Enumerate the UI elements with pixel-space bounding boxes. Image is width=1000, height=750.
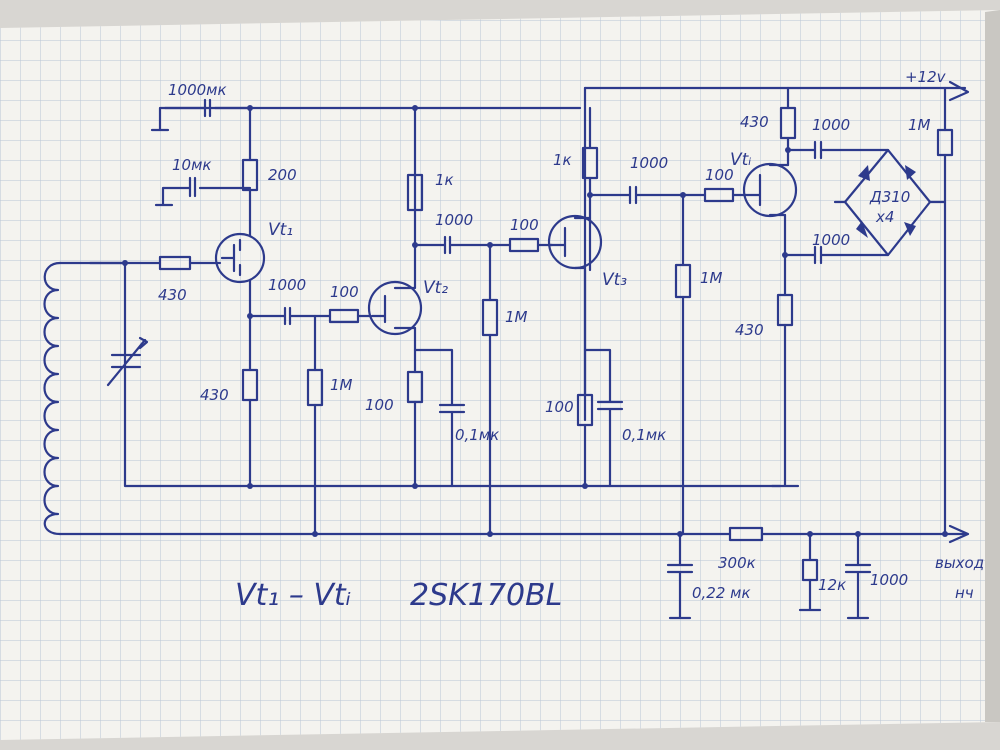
- resistor-label: 1М: [330, 376, 353, 394]
- resistor-label: 430: [735, 321, 764, 339]
- cap-label: 1000: [630, 154, 668, 172]
- resistor-label: 100: [330, 283, 359, 301]
- resistor-label: 100: [365, 396, 394, 414]
- supply-arrow: [948, 80, 970, 102]
- resistor-label: 12к: [818, 576, 846, 594]
- resistor-label: 430: [158, 286, 187, 304]
- resistor-label: 1М: [505, 308, 528, 326]
- cap-label: 0,22 мк: [692, 584, 751, 602]
- cap-label: 1000: [870, 571, 908, 589]
- resistor-label: 1М: [908, 116, 931, 134]
- resistor-label: 430: [200, 386, 229, 404]
- cap-label: 1000: [812, 116, 850, 134]
- cap-label: 10мк: [172, 156, 211, 174]
- transistor-label: Vt₁: [268, 220, 293, 240]
- transistor-type-note: 2SK170BL: [410, 578, 562, 613]
- output-label: выход: [935, 554, 984, 572]
- cap-label: 1000: [268, 276, 306, 294]
- wiring: [43, 80, 970, 620]
- resistor-label: 1М: [700, 269, 723, 287]
- transistor-label: Vtᵢ: [730, 150, 751, 170]
- transistor-label: Vt₂: [423, 278, 448, 298]
- resistor-label: 100: [510, 216, 539, 234]
- component-labels: +12v 1000мк 10мк 200 Vt₁ 430 1000 100 43…: [158, 68, 984, 613]
- resistor-label: 430: [740, 113, 769, 131]
- cap-label: 1000: [435, 211, 473, 229]
- resistor-label: 100: [545, 398, 574, 416]
- diode-label: Д310: [869, 188, 910, 206]
- resistor-label: 1к: [553, 151, 572, 169]
- resistor-label: 300к: [718, 554, 756, 572]
- resistor-label: 1к: [435, 171, 454, 189]
- page-edge: [985, 10, 1000, 722]
- transistor-label: Vt₃: [602, 270, 627, 290]
- cap-label: 0,1мк: [622, 426, 666, 444]
- cap-label: 0,1мк: [455, 426, 499, 444]
- transistor-note: Vt₁ – Vtᵢ: [235, 578, 351, 613]
- supply-label: +12v: [905, 68, 947, 86]
- cap-label: 1000мк: [168, 81, 227, 99]
- cap-label: 1000: [812, 231, 850, 249]
- output-label-2: нч: [955, 584, 974, 602]
- resistor-label: 100: [705, 166, 734, 184]
- diode-qty-label: х4: [875, 208, 894, 226]
- resistor-label: 200: [268, 166, 297, 184]
